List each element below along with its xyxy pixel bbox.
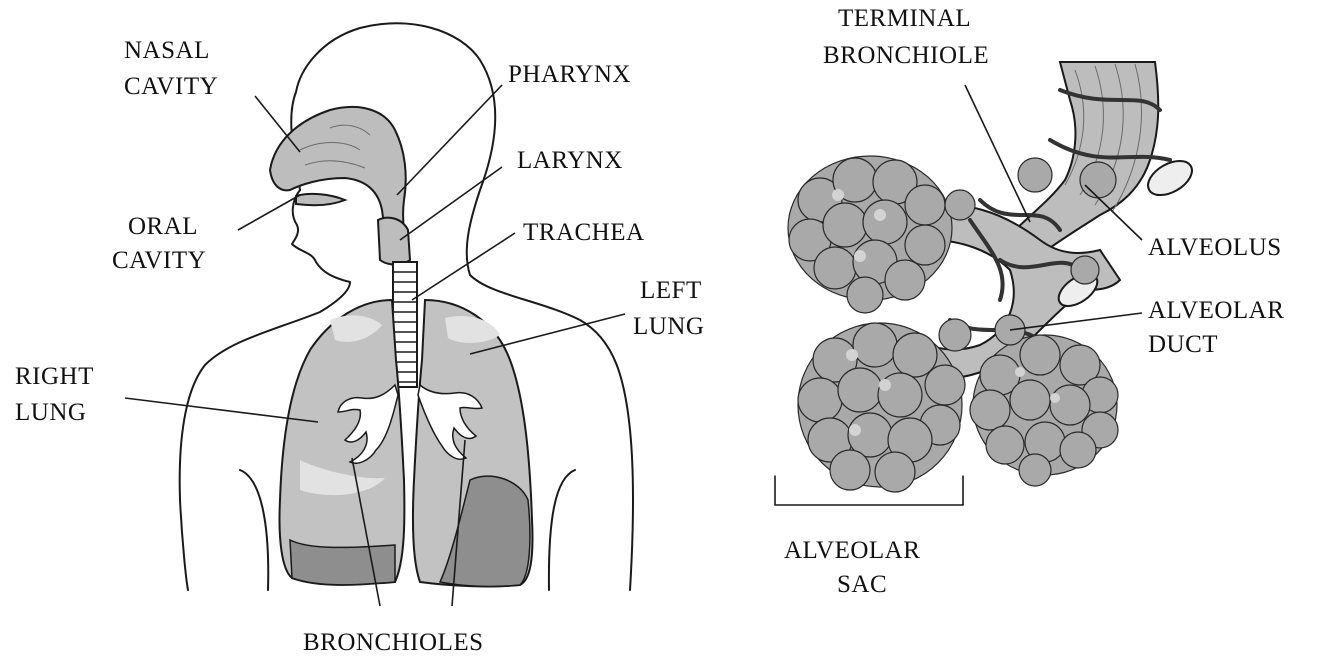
- alveolar-sac-top-left: [788, 156, 952, 313]
- arm-line-left: [240, 470, 268, 590]
- label-alveolar-sac-line2: SAC: [837, 571, 887, 598]
- label-alveolar-duct-line1: ALVEOLAR: [1148, 297, 1284, 324]
- arm-line-right: [549, 470, 575, 590]
- leader-trachea: [412, 233, 515, 300]
- label-terminal-bronchiole-line1: TERMINAL: [838, 5, 971, 32]
- oral-cavity-shape: [296, 194, 345, 205]
- label-right-lung-line2: LUNG: [15, 399, 86, 426]
- human-respiratory-figure: [125, 23, 633, 606]
- leader-larynx: [400, 167, 502, 240]
- alveolar-sac-bottom-right: [970, 335, 1118, 486]
- label-alveolar-sac-line1: ALVEOLAR: [784, 537, 920, 564]
- alveoli-detail-figure: [775, 62, 1198, 505]
- label-pharynx: PHARYNX: [508, 61, 631, 88]
- label-nasal-cavity-line1: NASAL: [124, 37, 210, 64]
- label-alveolus: ALVEOLUS: [1148, 234, 1282, 261]
- label-oral-cavity-line1: ORAL: [128, 213, 198, 240]
- right-lung-shape: [280, 300, 405, 585]
- larynx-shape: [378, 218, 410, 265]
- label-left-lung-line1: LEFT: [640, 277, 702, 304]
- label-terminal-bronchiole-line2: BRONCHIOLE: [823, 42, 989, 69]
- leader-oral-cavity: [238, 195, 300, 230]
- label-right-lung-line1: RIGHT: [15, 363, 94, 390]
- label-oral-cavity-line2: CAVITY: [112, 247, 206, 274]
- label-larynx: LARYNX: [517, 147, 623, 174]
- label-bronchioles: BRONCHIOLES: [303, 629, 484, 656]
- label-left-lung-line2: LUNG: [633, 313, 704, 340]
- label-trachea: TRACHEA: [523, 219, 645, 246]
- alveolar-sac-bottom-left: [798, 323, 965, 492]
- label-nasal-cavity-line2: CAVITY: [124, 73, 218, 100]
- label-alveolar-duct-line2: DUCT: [1148, 331, 1218, 358]
